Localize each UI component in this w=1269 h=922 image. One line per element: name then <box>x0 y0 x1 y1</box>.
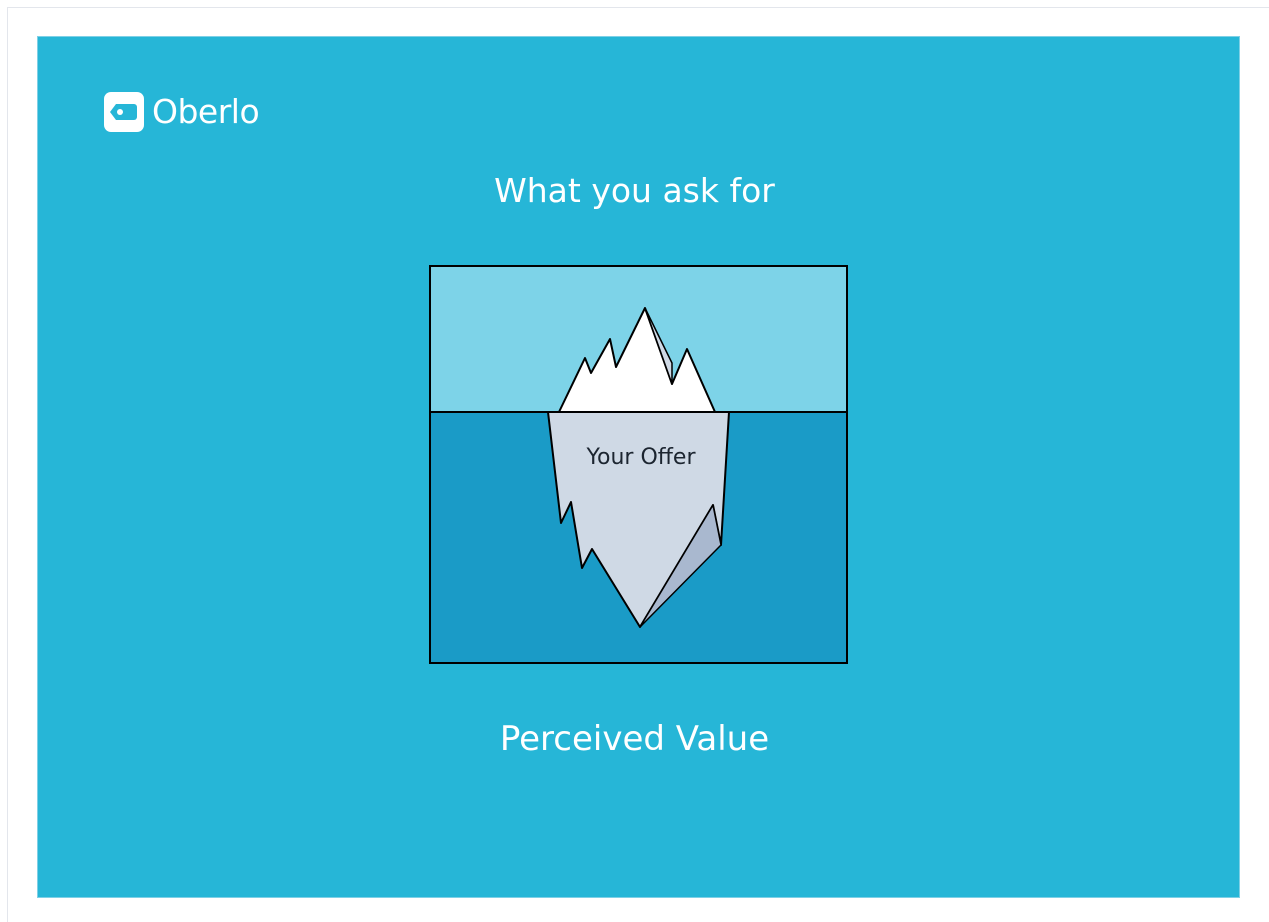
brand-name: Oberlo <box>152 92 260 131</box>
iceberg-label: Your Offer <box>585 445 696 470</box>
iceberg-diagram: Your Offer <box>429 265 848 664</box>
iceberg-body-shadow <box>639 504 722 628</box>
price-tag-icon <box>104 92 144 132</box>
bottom-caption: Perceived Value <box>499 719 770 759</box>
iceberg-tip-shadow <box>644 307 673 385</box>
top-caption: What you ask for <box>494 171 775 210</box>
page-frame <box>7 7 1269 922</box>
brand-logo: Oberlo <box>104 92 260 132</box>
iceberg-tip <box>558 307 716 413</box>
iceberg-body <box>547 411 730 628</box>
